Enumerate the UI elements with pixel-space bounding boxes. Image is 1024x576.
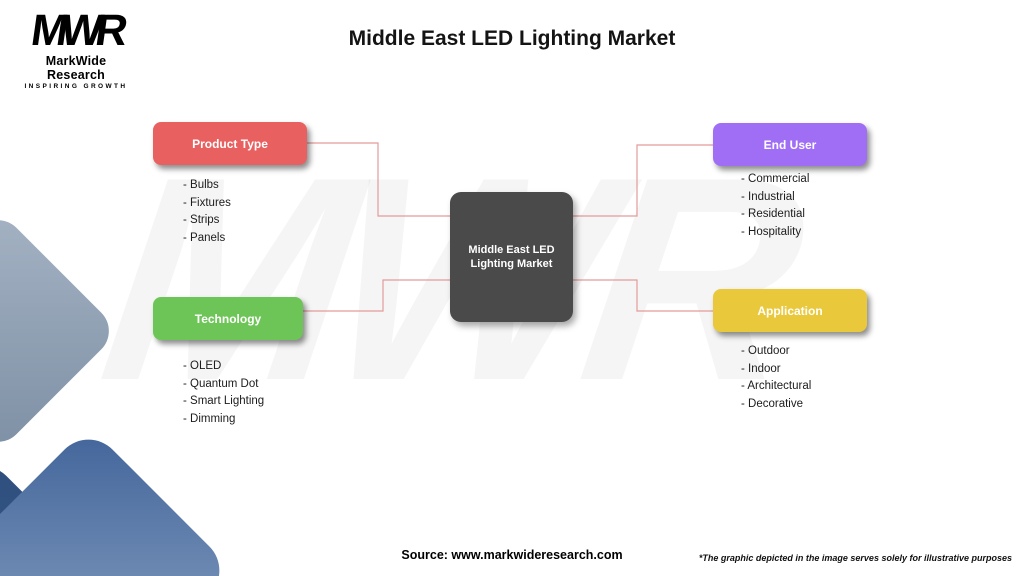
list-item: Residential [741,206,809,224]
disclaimer-text: *The graphic depicted in the image serve… [698,553,1012,563]
list-item: Outdoor [741,343,811,361]
list-item: Industrial [741,189,809,207]
connector-product-type [307,142,450,217]
logo-name: MarkWide Research [45,53,107,82]
center-node: Middle East LED Lighting Market [450,192,573,322]
node-end-user: End User [713,123,867,166]
node-product-type: Product Type [153,122,307,165]
end-user-items: Commercial Industrial Residential Hospit… [741,171,809,241]
list-item: Dimming [183,411,264,429]
source-credit: Source: www.markwideresearch.com [401,548,623,562]
node-application-label: Application [757,303,823,318]
logo-tagline: INSPIRING GROWTH [24,82,128,90]
node-technology-label: Technology [194,311,262,326]
list-item: Decorative [741,396,811,414]
node-end-user-label: End User [763,137,817,152]
list-item: Bulbs [183,177,231,195]
node-technology: Technology [153,297,303,340]
list-item: OLED [183,358,264,376]
list-item: Fixtures [183,195,231,213]
list-item: Commercial [741,171,809,189]
center-node-label-line2: Lighting Market [470,258,553,270]
center-node-label-line1: Middle East LED [468,244,555,256]
list-item: Hospitality [741,224,809,242]
technology-items: OLED Quantum Dot Smart Lighting Dimming [183,358,264,428]
list-item: Architectural [741,378,811,396]
list-item: Indoor [741,361,811,379]
list-item: Smart Lighting [183,393,264,411]
list-item: Panels [183,230,231,248]
list-item: Quantum Dot [183,376,264,394]
connector-end-user [573,144,713,217]
list-item: Strips [183,212,231,230]
node-product-type-label: Product Type [192,136,268,151]
product-type-items: Bulbs Fixtures Strips Panels [183,177,231,247]
connector-technology [303,279,450,312]
page-title: Middle East LED Lighting Market [348,27,676,50]
connector-application [573,279,713,312]
node-application: Application [713,289,867,332]
application-items: Outdoor Indoor Architectural Decorative [741,343,811,413]
logo: MWR MarkWide Research INSPIRING GROWTH [20,6,132,90]
